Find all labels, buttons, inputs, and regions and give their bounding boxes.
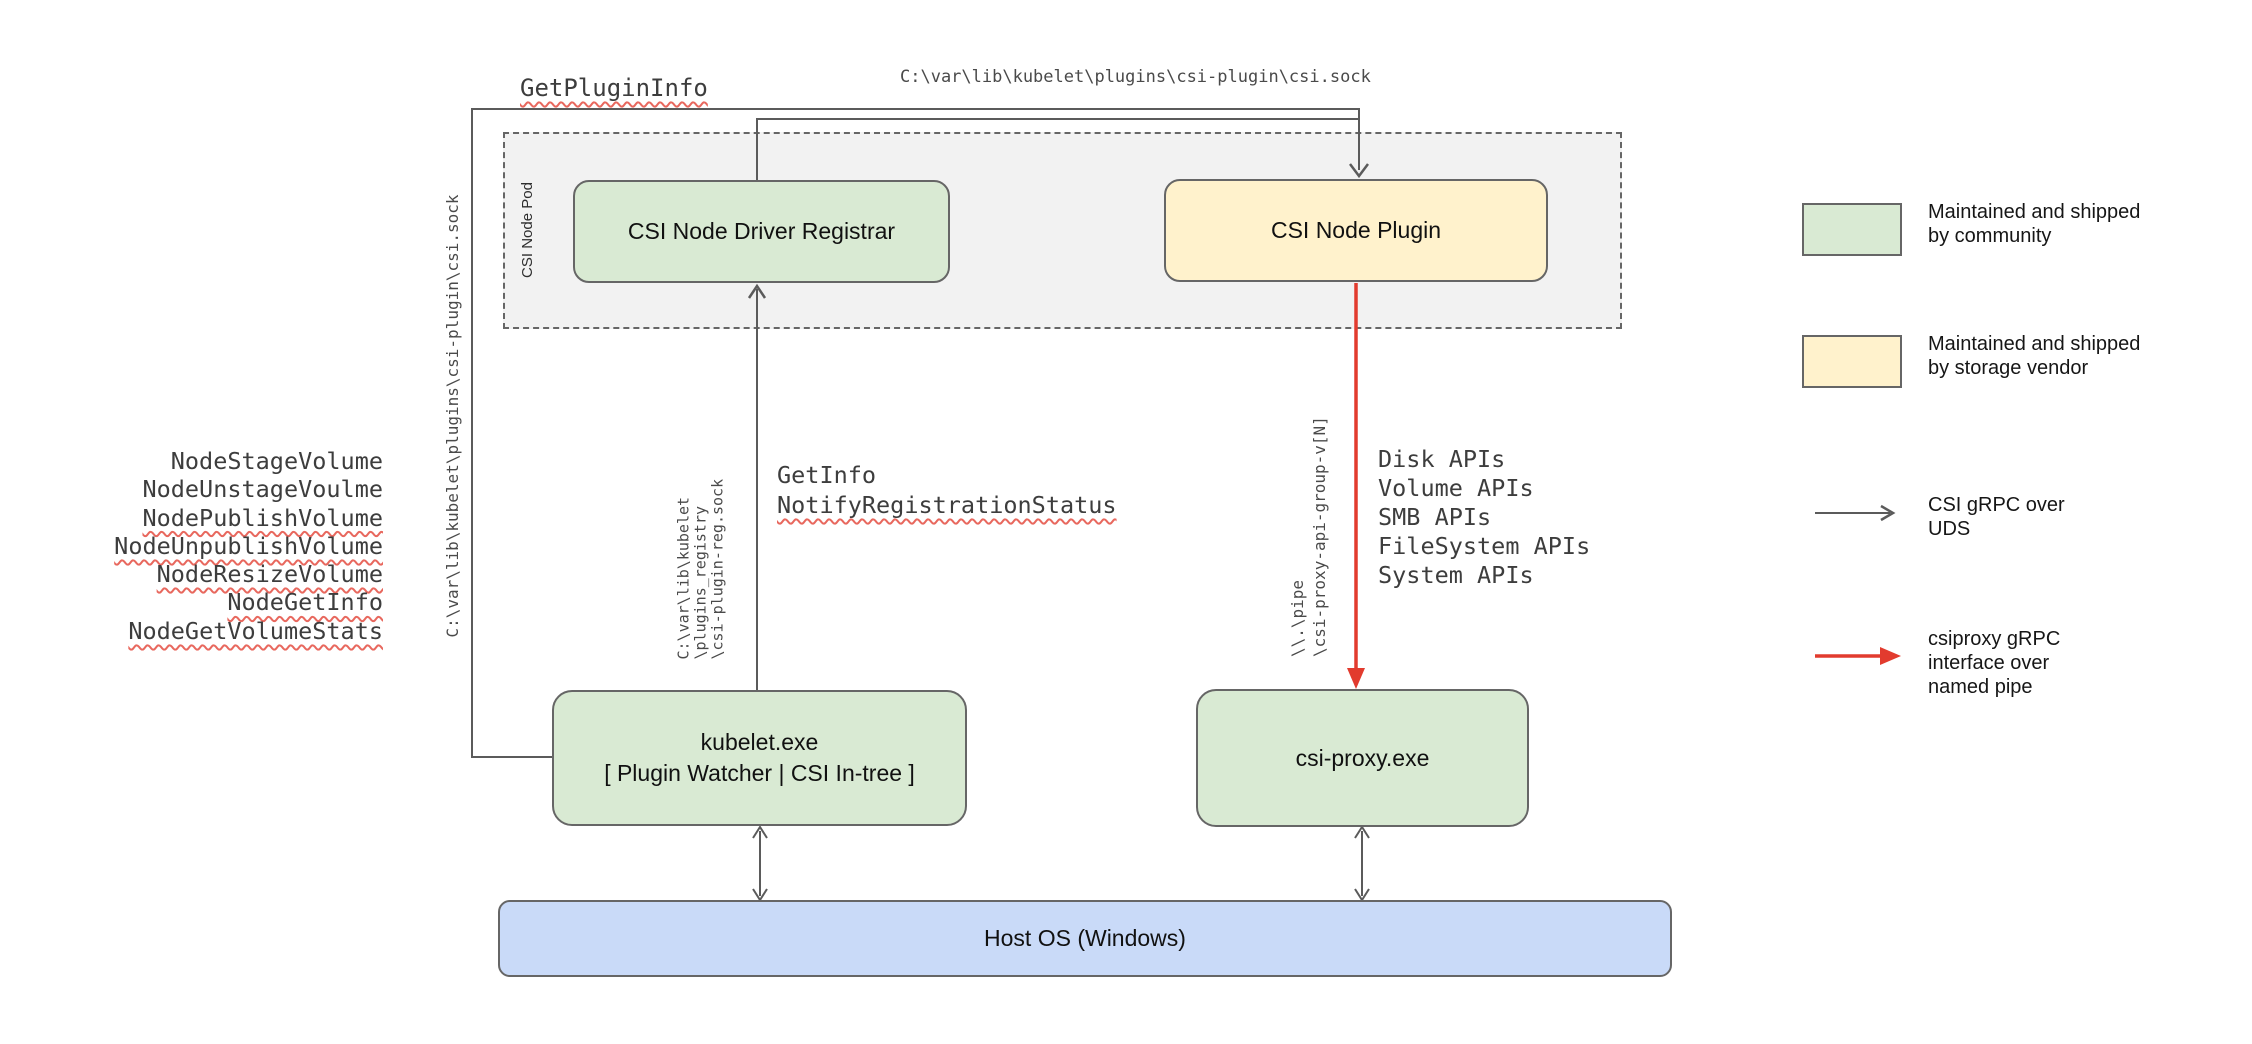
csi-sock-path-label: C:\var\lib\kubelet\plugins\csi-plugin\cs… xyxy=(900,67,1371,87)
csi-node-pod-label: CSI Node Pod xyxy=(519,182,536,278)
csi-sock-path-vertical-label: C:\var\lib\kubelet\plugins\csi-plugin\cs… xyxy=(443,194,462,638)
node-api-item: NodeGetInfo xyxy=(227,588,383,617)
kubelet-host-double-arrow xyxy=(752,825,768,902)
node-api-item: NodePublishVolume xyxy=(142,503,383,532)
get-plugin-info-label: GetPluginInfo xyxy=(520,74,708,102)
registration-calls: GetInfo NotifyRegistrationStatus xyxy=(777,460,1117,520)
csiproxy-api-item: System APIs xyxy=(1378,561,1534,589)
csiproxy-api-item: SMB APIs xyxy=(1378,503,1492,531)
kubelet-sublabel: [ Plugin Watcher | CSI In-tree ] xyxy=(604,760,915,786)
node-api-item: NodeGetVolumeStats xyxy=(128,616,383,645)
node-api-item: NodeStageVolume xyxy=(170,447,383,475)
csiproxy-host-double-arrow xyxy=(1354,825,1370,902)
csi-plugin-label: CSI Node Plugin xyxy=(1270,217,1442,243)
node-box-csi-proxy: csi-proxy.exe xyxy=(1196,689,1529,827)
legend-community-swatch xyxy=(1802,203,1902,256)
csi-proxy-label: csi-proxy.exe xyxy=(1295,744,1430,771)
uds-arrow-icon xyxy=(1815,504,1896,522)
registration-call: NotifyRegistrationStatus xyxy=(777,491,1117,519)
node-box-kubelet: kubelet.exe [ Plugin Watcher | CSI In-tr… xyxy=(552,690,967,826)
registration-call: GetInfo xyxy=(777,461,877,489)
csiproxy-pipe-vertical-label: \\.\pipe \csi-proxy-api-group-v[N] xyxy=(1288,416,1329,657)
registrar-label: CSI Node Driver Registrar xyxy=(627,218,896,244)
plugin-reg-sock-vertical-label: C:\var\lib\kubelet \plugins_registry \cs… xyxy=(674,478,727,660)
node-box-host-os: Host OS (Windows) xyxy=(498,900,1672,977)
host-os-label: Host OS (Windows) xyxy=(984,925,1186,951)
node-api-item: NodeUnpublishVolume xyxy=(114,531,383,560)
node-api-item: NodeUnstageVoulme xyxy=(142,475,383,504)
node-api-list: NodeStageVolume NodeUnstageVoulme NodePu… xyxy=(60,447,383,645)
node-box-csi-plugin: CSI Node Plugin xyxy=(1164,179,1548,282)
registrar-to-plugin-uds-line xyxy=(756,118,1358,180)
legend-pipe-label: csiproxy gRPC interface over named pipe xyxy=(1928,628,2061,698)
kubelet-to-plugin-uds-arrow xyxy=(471,108,1369,758)
csiproxy-api-item: Disk APIs xyxy=(1378,445,1506,473)
plugin-to-csiproxy-pipe-arrow xyxy=(1347,283,1365,689)
csiproxy-api-item: Volume APIs xyxy=(1378,474,1534,502)
csiproxy-api-list: Disk APIs Volume APIs SMB APIs FileSyste… xyxy=(1378,445,1590,590)
csiproxy-api-item: FileSystem APIs xyxy=(1378,532,1591,560)
kubelet-to-registrar-uds-arrow xyxy=(747,283,767,690)
pipe-arrow-icon xyxy=(1815,647,1901,665)
node-api-item: NodeResizeVolume xyxy=(156,560,383,589)
legend-community-label: Maintained and shipped by community xyxy=(1928,201,2141,247)
legend-vendor-label: Maintained and shipped by storage vendor xyxy=(1928,333,2141,379)
legend-uds-label: CSI gRPC over UDS xyxy=(1928,494,2065,540)
legend-vendor-swatch xyxy=(1802,335,1902,388)
kubelet-label: kubelet.exe xyxy=(700,729,819,755)
node-box-registrar: CSI Node Driver Registrar xyxy=(573,180,950,283)
